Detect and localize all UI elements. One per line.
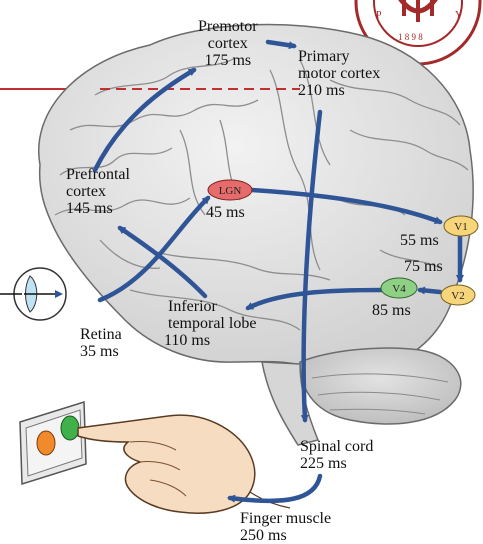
premotor-line2: cortex [198,35,258,52]
v4-time-label: 85 ms [372,302,411,319]
inferior-temporal-line1: Inferior [164,298,256,315]
retina-name: Retina [80,326,122,343]
prefrontal-time: 145 ms [66,200,130,217]
finger-muscle-name: Finger muscle [240,510,331,527]
v1-label: V1 [454,221,467,233]
spinal-cord-label: Spinal cord 225 ms [300,438,373,472]
premotor-line1: Premotor [198,18,258,35]
prefrontal-cortex-label: Prefrontal cortex 145 ms [66,166,130,217]
v4-label: V4 [392,283,406,295]
finger-muscle-time: 250 ms [240,527,331,544]
primary-motor-line2: motor cortex [298,65,380,82]
retina-time: 35 ms [80,343,122,360]
prefrontal-line1: Prefrontal [66,166,130,183]
v2-node: V2 [441,285,475,305]
primary-motor-time: 210 ms [298,82,380,99]
inferior-temporal-line2: temporal lobe [164,315,256,332]
prefrontal-line2: cortex [66,183,130,200]
v1-time-label: 55 ms [400,232,439,249]
inferior-temporal-lobe-label: Inferior temporal lobe 110 ms [164,298,256,349]
primary-motor-line1: Primary [298,48,380,65]
spinal-cord-time: 225 ms [300,455,373,472]
lgn-node: LGN [208,180,252,200]
premotor-cortex-label: Premotor cortex 175 ms [198,18,258,69]
v2-label: V2 [451,290,464,302]
svg-text:P: P [376,10,382,21]
seal-year: 1 8 9 8 [398,32,423,42]
v2-time-label: 75 ms [404,258,443,275]
arrow-v2-to-v4 [420,290,440,292]
spinal-cord-name: Spinal cord [300,438,373,455]
inferior-temporal-time: 110 ms [164,332,256,349]
v4-node: V4 [381,278,417,298]
retina-label: Retina 35 ms [80,326,122,360]
eye-illustration [0,268,66,320]
lgn-label: LGN [219,185,242,197]
lgn-time-label: 45 ms [206,204,245,221]
v1-node: V1 [444,216,478,236]
finger-muscle-label: Finger muscle 250 ms [240,510,331,544]
premotor-time: 175 ms [198,52,258,69]
button-panel-illustration [20,402,86,484]
svg-text:Y: Y [455,10,462,21]
primary-motor-cortex-label: Primary motor cortex 210 ms [298,48,380,99]
